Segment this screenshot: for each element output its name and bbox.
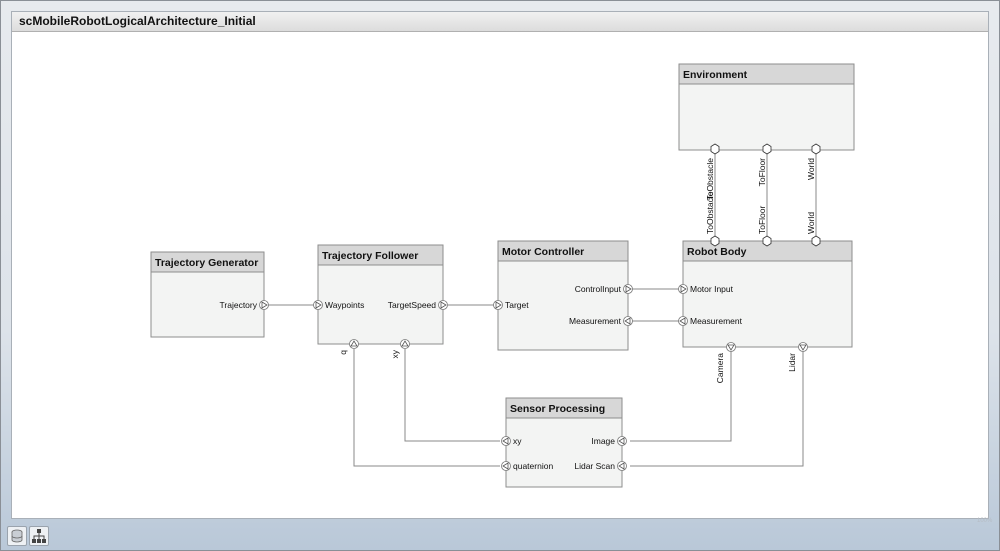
component-title: Robot Body [687, 246, 747, 258]
port-label: Motor Input [690, 284, 734, 294]
component-trajectory-generator[interactable]: Trajectory Generator Trajectory [150, 251, 269, 338]
port-label: Target [505, 300, 529, 310]
port-motor-input[interactable]: Motor Input [678, 284, 734, 294]
component-trajectory-follower[interactable]: Trajectory Follower Waypoints TargetSpee… [313, 244, 448, 359]
component-sensor-processing[interactable]: Sensor Processing xy quaternion Image [501, 397, 627, 488]
env-port-tofloor[interactable]: ToFloor [757, 143, 772, 187]
port-label: Measurement [569, 316, 622, 326]
port-image[interactable]: Image [591, 436, 627, 446]
diagram-canvas[interactable]: scMobileRobotLogicalArchitecture_Initial [11, 11, 989, 519]
component-robot-body[interactable]: Robot Body Motor Input Measurement Camer… [678, 191, 853, 384]
port-tofloor[interactable]: ToFloor [757, 205, 772, 247]
port-target[interactable]: Target [493, 300, 530, 310]
port-label: ToObstacle [705, 158, 715, 201]
port-label: Lidar Scan [574, 461, 615, 471]
port-label: quaternion [513, 461, 553, 471]
port-label: Trajectory [220, 300, 258, 310]
port-waypoints[interactable]: Waypoints [313, 300, 365, 310]
component-title: Trajectory Generator [155, 257, 258, 269]
port-label: TargetSpeed [388, 300, 436, 310]
connection-lidar-lidarscan[interactable] [630, 351, 804, 467]
port-label: Image [591, 436, 615, 446]
connection-camera-image[interactable] [630, 351, 732, 442]
port-q[interactable]: q [338, 339, 359, 355]
port-label: Camera [715, 353, 725, 384]
port-label: xy [390, 349, 400, 358]
port-label: World [806, 212, 816, 234]
port-label: ToFloor [757, 158, 767, 187]
component-environment[interactable]: Environment ToObstacle ToFloor World [678, 63, 855, 201]
component-title: Sensor Processing [510, 403, 605, 415]
zoom-indicator: 100% [977, 518, 993, 524]
port-label: ControlInput [575, 284, 622, 294]
connections [267, 154, 817, 467]
env-port-world[interactable]: World [806, 143, 821, 180]
port-camera[interactable]: Camera [715, 342, 736, 384]
port-label: ToFloor [757, 205, 767, 234]
connection-xy[interactable] [404, 349, 500, 442]
port-label: Lidar [787, 353, 797, 372]
port-trajectory[interactable]: Trajectory [220, 300, 269, 310]
port-label: World [806, 158, 816, 180]
port-world[interactable]: World [806, 212, 821, 247]
port-lidar[interactable]: Lidar [787, 342, 808, 372]
port-label: Waypoints [325, 300, 364, 310]
port-toobstacle[interactable]: ToObstacle [705, 191, 720, 247]
port-label: Measurement [690, 316, 743, 326]
hierarchy-icon[interactable] [29, 526, 49, 546]
port-measurement-out[interactable]: Measurement [678, 316, 743, 326]
diagram-title: scMobileRobotLogicalArchitecture_Initial [12, 12, 988, 32]
component-title: Motor Controller [502, 246, 584, 258]
port-xy-out[interactable]: xy [390, 339, 410, 359]
component-title: Environment [683, 69, 748, 81]
port-label: ToObstacle [705, 191, 715, 234]
connection-quaternion[interactable] [353, 349, 500, 467]
port-quaternion[interactable]: quaternion [501, 461, 554, 471]
port-label: xy [513, 436, 522, 446]
port-lidar-scan[interactable]: Lidar Scan [574, 461, 627, 471]
component-title: Trajectory Follower [322, 250, 418, 262]
architecture-diagram[interactable]: Environment ToObstacle ToFloor World [12, 12, 988, 518]
port-controlinput[interactable]: ControlInput [575, 284, 633, 294]
port-label: q [338, 350, 348, 355]
port-xy-in[interactable]: xy [501, 436, 523, 446]
port-measurement-in[interactable]: Measurement [569, 316, 633, 326]
env-port-toobstacle[interactable]: ToObstacle [705, 143, 720, 201]
model-data-icon[interactable] [7, 526, 27, 546]
component-motor-controller[interactable]: Motor Controller Target ControlInput Mea… [493, 240, 633, 351]
port-targetspeed[interactable]: TargetSpeed [388, 300, 448, 310]
